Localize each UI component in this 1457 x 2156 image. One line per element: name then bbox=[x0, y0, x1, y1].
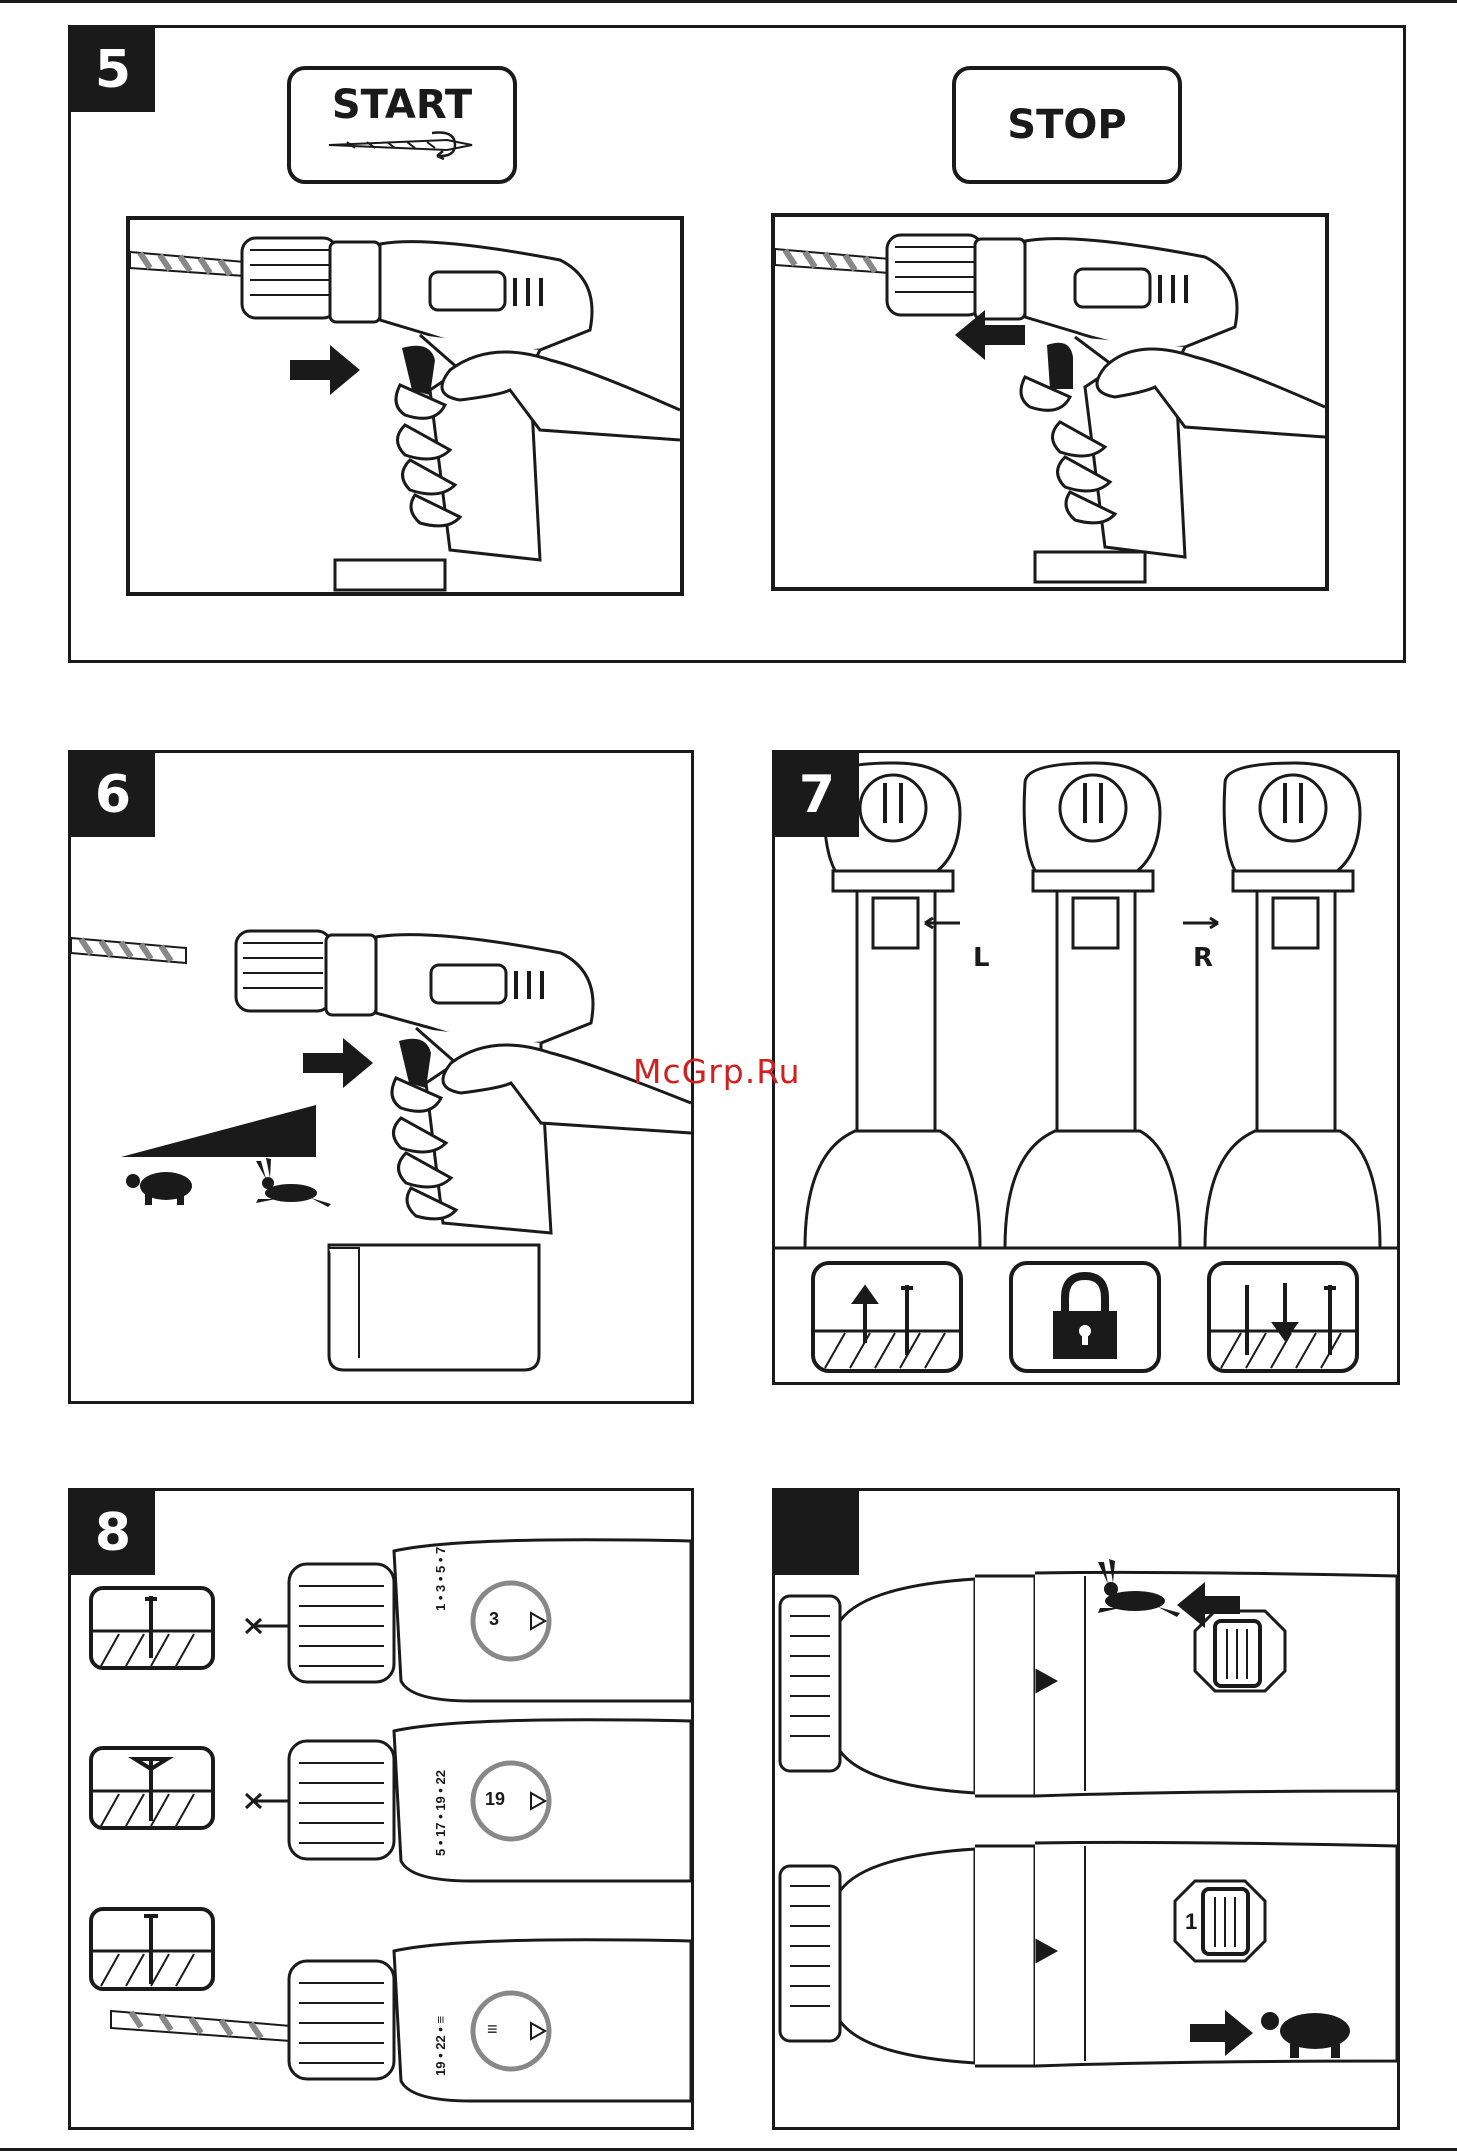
panel-6: 6 bbox=[68, 750, 694, 1404]
panel-5: 5 START STOP bbox=[68, 25, 1406, 663]
drill-stop-illustration bbox=[771, 213, 1329, 591]
torque-selected-2: 19 bbox=[485, 1789, 505, 1810]
drill-chuck-row-1 bbox=[246, 1540, 691, 1701]
torque-selected-1: 3 bbox=[489, 1609, 499, 1630]
padlock-icon bbox=[1011, 1263, 1159, 1371]
drill-bit-rotation-icon bbox=[327, 130, 477, 160]
drill-bit bbox=[775, 249, 890, 273]
hare-icon bbox=[256, 1158, 331, 1207]
watermark: McGrp.Ru bbox=[633, 1052, 801, 1091]
stop-label-box: STOP bbox=[952, 66, 1182, 184]
right-rotation-label: R bbox=[1193, 943, 1213, 973]
variable-speed-illustration bbox=[71, 753, 691, 1401]
panel-7: 7 L R bbox=[772, 750, 1400, 1385]
drill-start-illustration bbox=[126, 216, 684, 596]
start-label: START bbox=[291, 82, 513, 128]
drill-rear-view-center bbox=[1005, 763, 1180, 1248]
speed-ramp-icon bbox=[121, 1105, 316, 1157]
panel-8: 8 bbox=[68, 1488, 694, 2130]
drill-bit bbox=[130, 252, 245, 276]
trigger bbox=[1047, 343, 1073, 389]
push-arrow-icon bbox=[303, 1038, 373, 1088]
screw-out-icon bbox=[813, 1263, 961, 1371]
step-number: 7 bbox=[775, 753, 859, 837]
drill-rear-view-right bbox=[1183, 763, 1380, 1248]
start-label-box: START bbox=[287, 66, 517, 184]
gear-low-label: 1 bbox=[1185, 1909, 1197, 1935]
panel-9: 1 bbox=[772, 1488, 1400, 2130]
torque-ring-2: 5 • 17 • 19 • 22 bbox=[433, 1770, 448, 1856]
drill-bit bbox=[71, 938, 186, 963]
top-rule bbox=[0, 0, 1457, 3]
push-arrow-icon bbox=[290, 345, 360, 395]
left-rotation-label: L bbox=[973, 943, 990, 973]
screw-in-icon bbox=[1209, 1263, 1357, 1371]
drill-high-speed bbox=[780, 1572, 1397, 1796]
bottom-rule bbox=[0, 2148, 1457, 2151]
torque-selected-3: ≡ bbox=[487, 2019, 498, 2040]
gear-selector-illustration bbox=[775, 1491, 1397, 2127]
torque-ring-1: 1 • 3 • 5 • 7 bbox=[433, 1547, 448, 1611]
large-screw-icon bbox=[91, 1748, 213, 1828]
drilling-icon bbox=[91, 1909, 213, 1989]
torque-setting-illustration bbox=[71, 1491, 691, 2127]
tortoise-icon bbox=[126, 1172, 192, 1205]
direction-selector-illustration bbox=[775, 753, 1397, 1382]
drill-chuck-row-2 bbox=[246, 1720, 691, 1881]
torque-ring-3: 19 • 22 • ≡ bbox=[433, 2016, 448, 2076]
step-number: 5 bbox=[71, 28, 155, 112]
small-screw-icon bbox=[91, 1588, 213, 1668]
stop-label: STOP bbox=[956, 70, 1178, 180]
